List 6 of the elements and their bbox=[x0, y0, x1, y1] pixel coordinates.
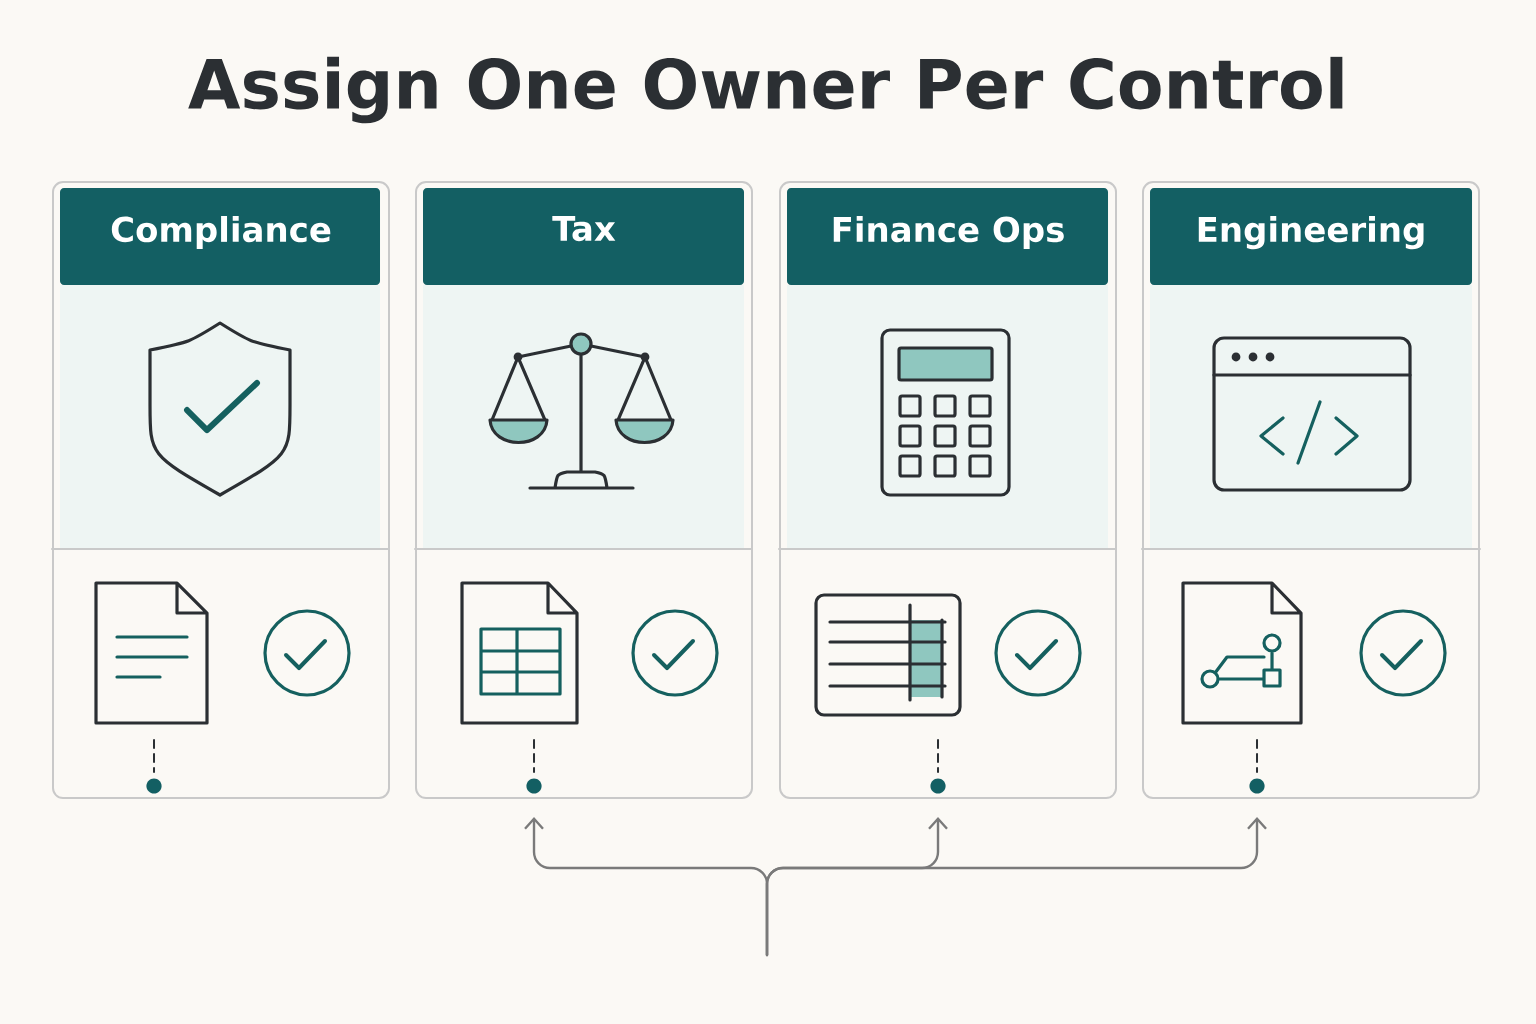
card: Engineering bbox=[1141, 181, 1481, 799]
arrow bbox=[765, 817, 1267, 957]
card: Tax bbox=[414, 181, 753, 799]
card: Finance Ops bbox=[778, 181, 1117, 799]
title: Assign One Owner Per Control bbox=[188, 56, 1343, 124]
card: Compliance bbox=[51, 181, 390, 799]
